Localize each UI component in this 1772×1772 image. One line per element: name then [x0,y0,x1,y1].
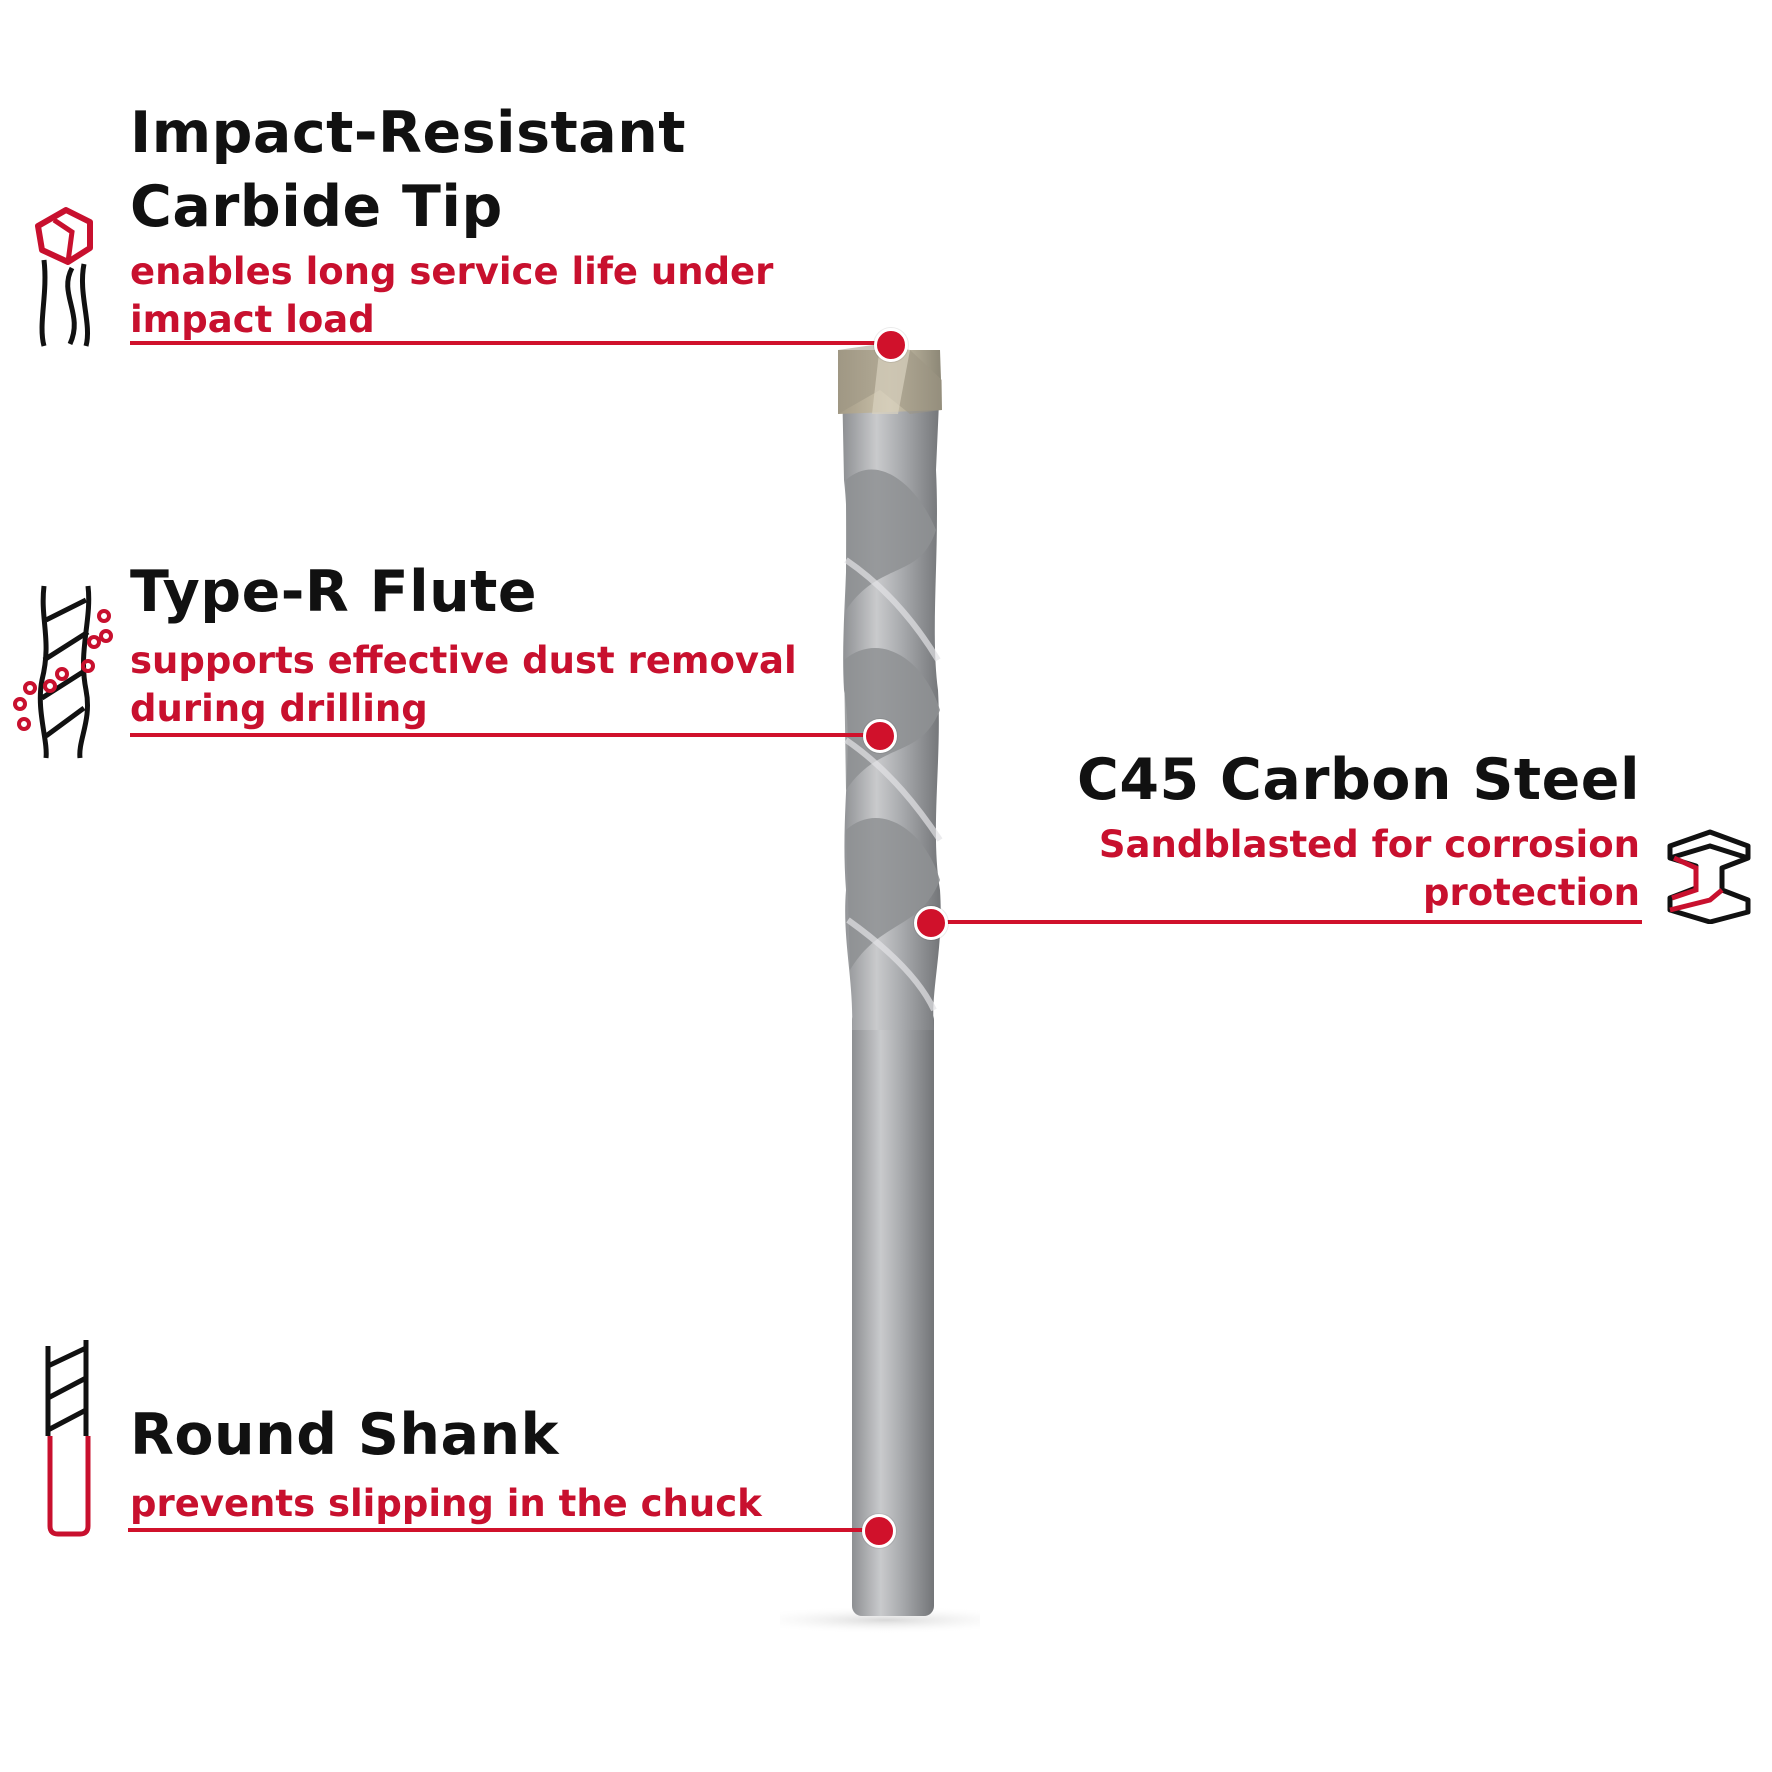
callout-line [930,920,1642,924]
callout-dot [914,906,948,940]
feature-c45-carbon-steel: C45 Carbon Steel Sandblasted for corrosi… [980,743,1640,917]
callout-dot [862,1514,896,1548]
drill-bit-image [780,344,980,1634]
feature-description: prevents slipping in the chuck [130,1482,762,1525]
feature-description: supports effective dust removal during d… [130,639,797,730]
feature-type-r-flute: Type-R Flute supports effective dust rem… [130,555,797,733]
feature-title: Round Shank [130,1402,559,1468]
carbide-tip-icon [35,207,93,347]
steel-beam-icon [1667,829,1751,924]
callout-line [130,733,878,737]
callout-line [128,1528,876,1532]
feature-title: C45 Carbon Steel [1077,747,1640,813]
feature-round-shank: Round Shank prevents slipping in the chu… [130,1398,762,1528]
callout-dot [874,328,908,362]
callout-dot [863,719,897,753]
round-shank-icon [45,1340,91,1537]
callout-line [130,341,888,345]
flute-dust-icon [13,585,113,759]
feature-carbide-tip: Impact-Resistant Carbide Tip enables lon… [130,96,773,344]
feature-description: Sandblasted for corrosion protection [1098,823,1640,914]
feature-title: Type-R Flute [130,559,538,625]
feature-title: Impact-Resistant Carbide Tip [130,100,687,240]
feature-description: enables long service life under impact l… [130,250,774,341]
